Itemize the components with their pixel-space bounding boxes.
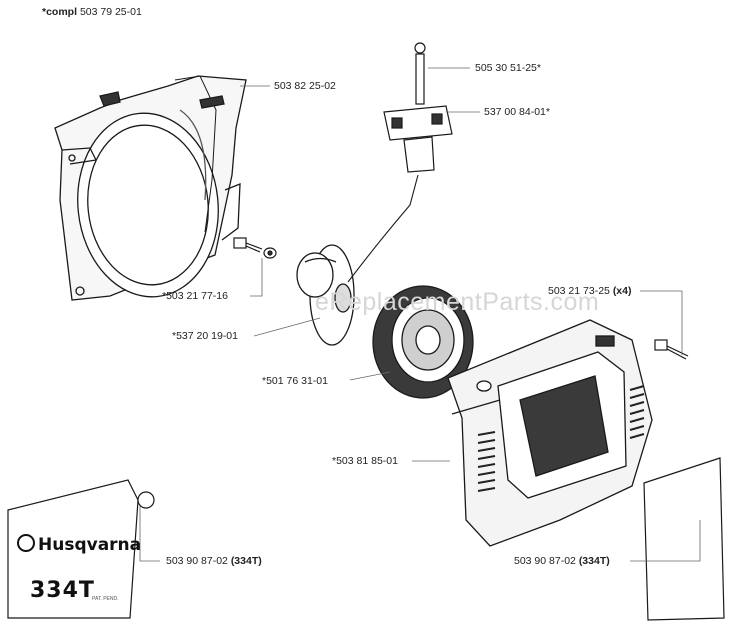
- fan-housing: [54, 75, 247, 301]
- starter-handle: [383, 42, 453, 173]
- label-decal-left: 503 90 87-02 (334T): [166, 555, 262, 567]
- label-decal-left-model: (334T): [230, 555, 262, 567]
- label-screw-cover: 503 21 73-25 (x4): [548, 285, 632, 297]
- decal-right: [643, 457, 725, 621]
- assembly-header-part: 503 79 25-01: [79, 6, 142, 18]
- label-screw-center: *503 21 77-16: [162, 290, 228, 302]
- assembly-header: *compl 503 79 25-01: [42, 6, 142, 18]
- leader-lines: [139, 67, 701, 562]
- decal-small-text: PAT. PEND.: [92, 596, 119, 602]
- assembly-header-prefix: *compl: [42, 6, 78, 18]
- label-starter-cover: *503 81 85-01: [332, 455, 398, 467]
- starter-rope: [347, 174, 419, 283]
- label-fan-housing: 503 82 25-02: [274, 80, 336, 92]
- label-decal-right-part: 503 90 87-02: [514, 555, 576, 567]
- cover-screw: [654, 339, 689, 360]
- label-eyelet: 505 30 51-25*: [475, 62, 541, 74]
- label-decal-right: 503 90 87-02 (334T): [514, 555, 610, 567]
- center-screw: [233, 237, 277, 259]
- decal-brand: Husqvarna: [38, 535, 142, 555]
- spring-cassette: [372, 285, 474, 399]
- label-screw-cover-qty: (x4): [612, 285, 632, 297]
- watermark: eReplacementParts.com: [315, 288, 600, 316]
- starter-cover: [447, 319, 653, 547]
- decal-model: 334T: [30, 578, 95, 603]
- pulley: [296, 244, 355, 346]
- cover-vent-slots: [477, 385, 645, 492]
- label-spring-cassette: *501 76 31-01: [262, 375, 328, 387]
- label-decal-right-model: (334T): [578, 555, 610, 567]
- label-decal-left-part: 503 90 87-02: [166, 555, 228, 567]
- label-handle: 537 00 84-01*: [484, 106, 550, 118]
- label-pulley: *537 20 19-01: [172, 330, 238, 342]
- decal-left: [7, 479, 155, 619]
- label-screw-cover-part: 503 21 73-25: [548, 285, 610, 297]
